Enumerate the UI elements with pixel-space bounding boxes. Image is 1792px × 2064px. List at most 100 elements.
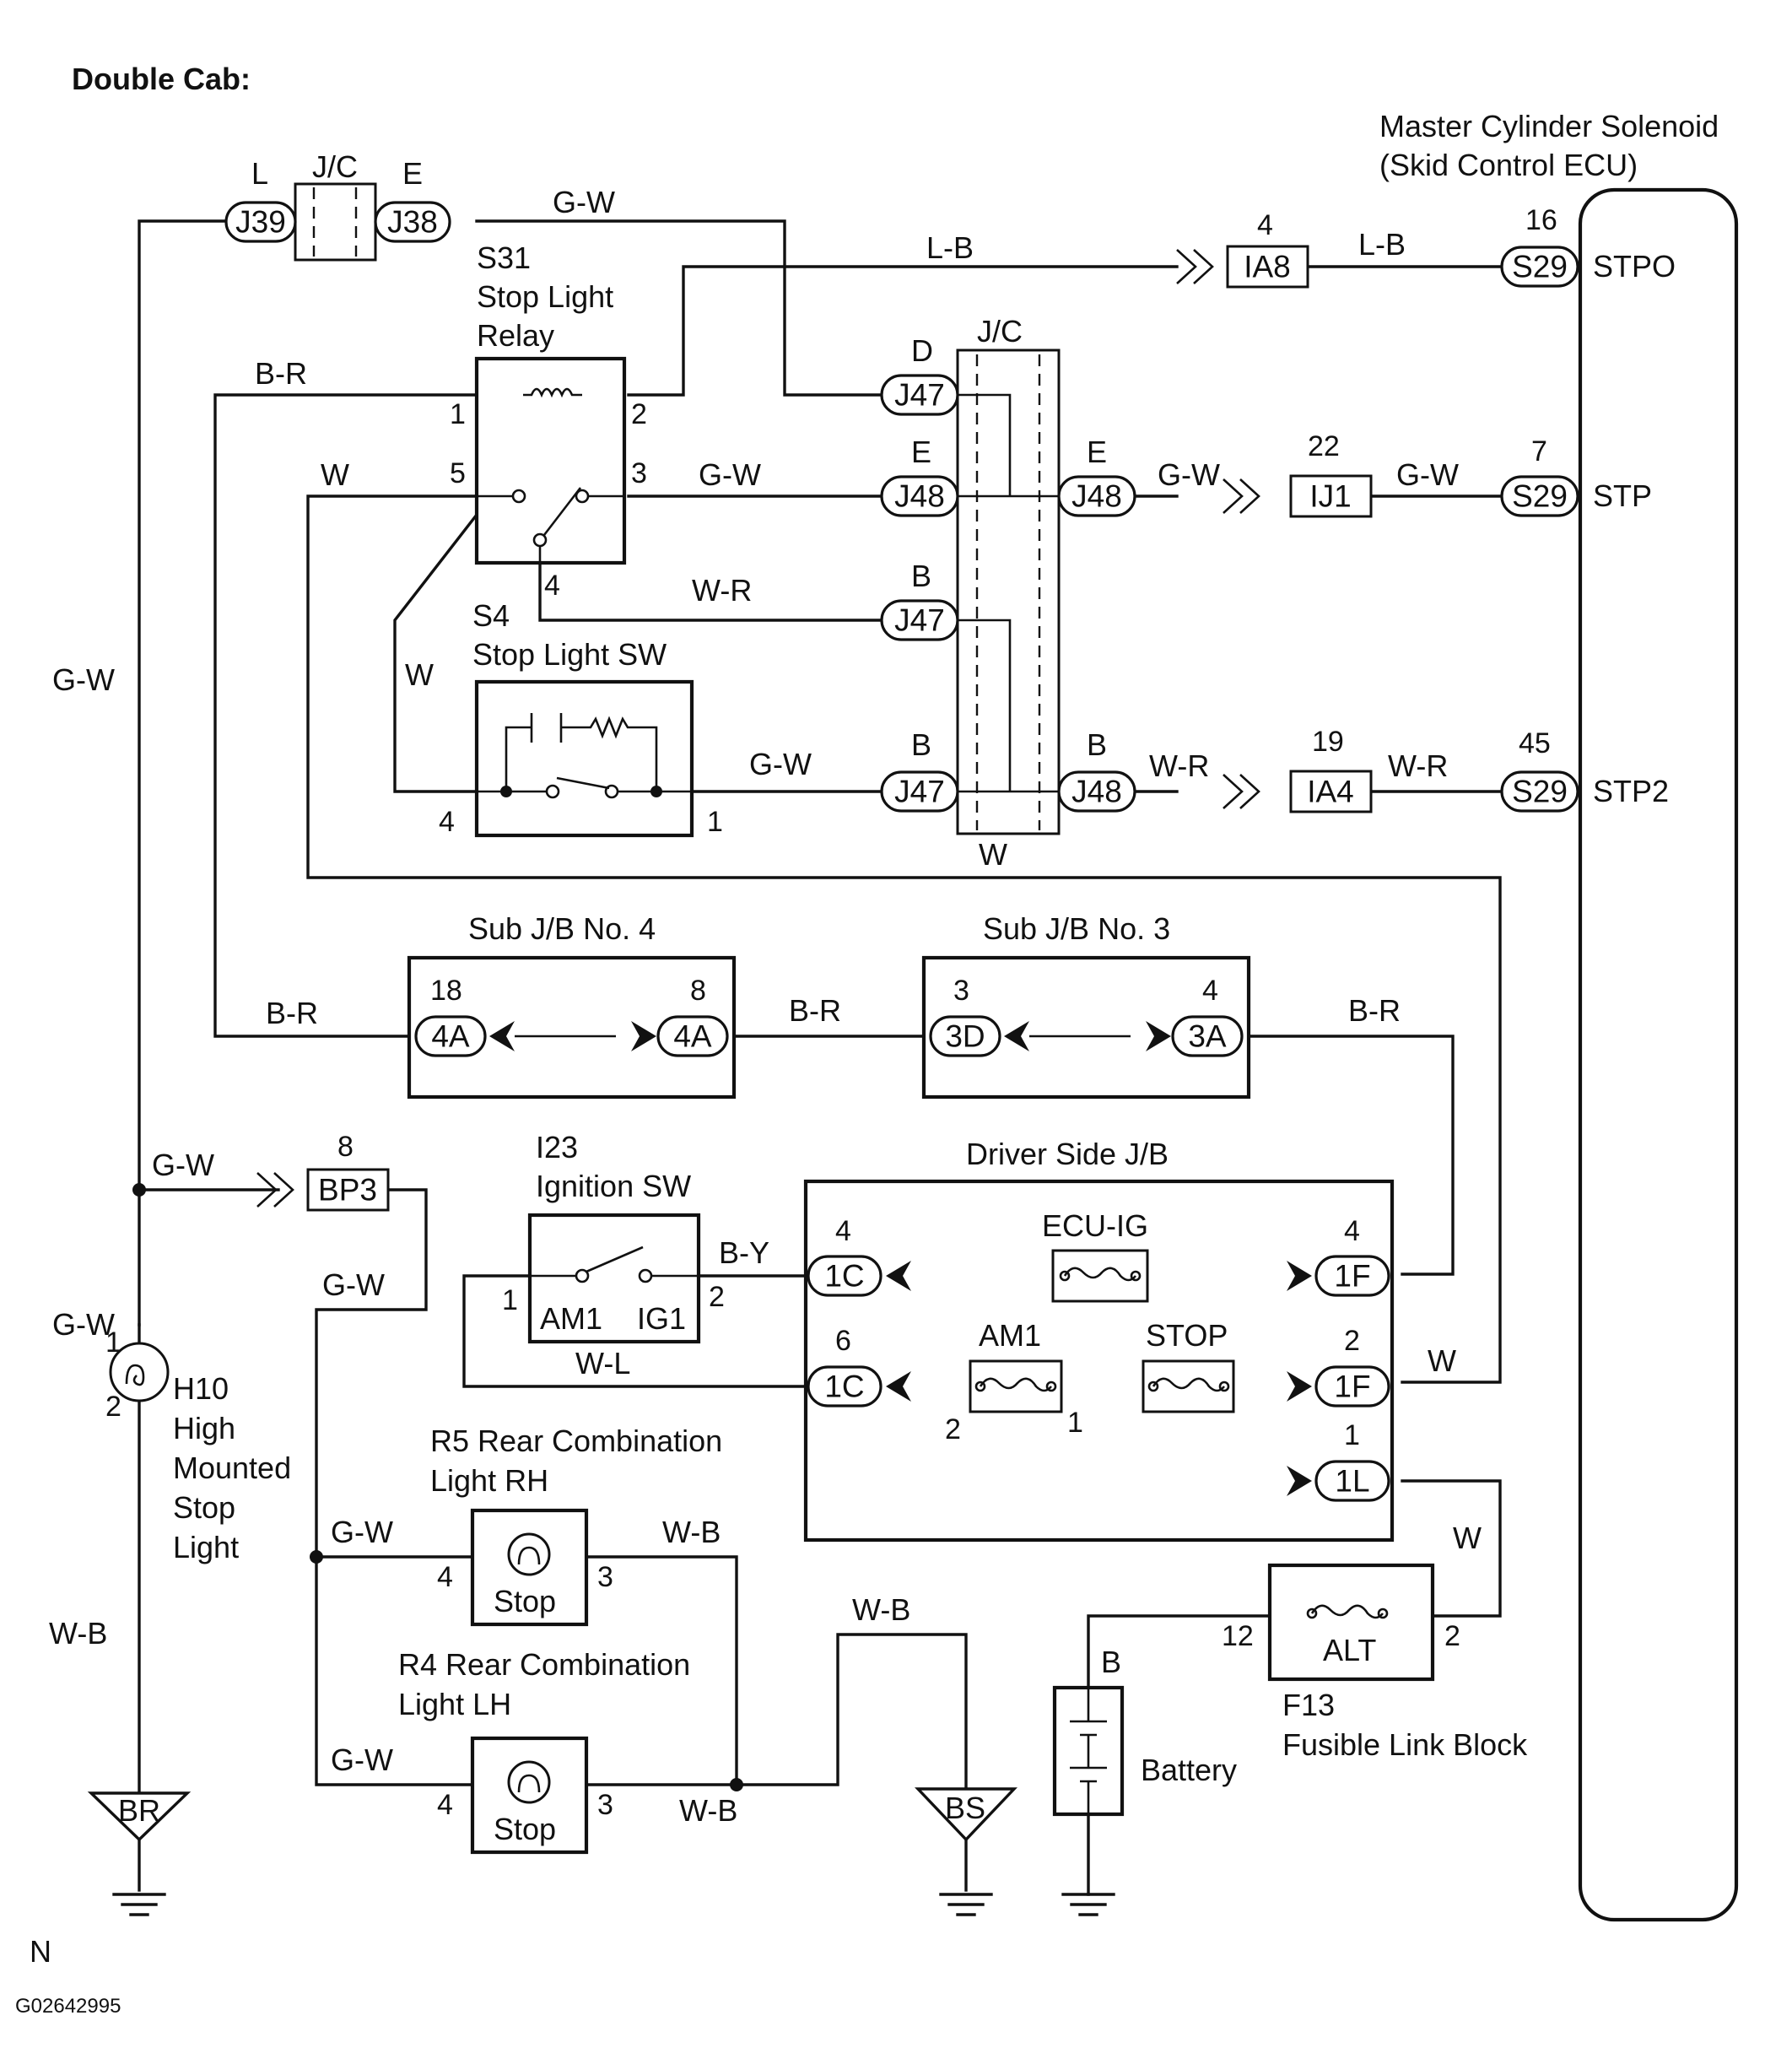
ignition-pin-1: 1 <box>502 1284 518 1316</box>
wire-label-gw-lh: G-W <box>331 1743 393 1777</box>
letter-e-right: E <box>1087 435 1107 469</box>
rear-rh-pin-4: 4 <box>437 1561 453 1593</box>
h10-line-2: Mounted <box>173 1451 291 1485</box>
j48-connector-e-right: J48 <box>1071 479 1122 514</box>
stpo-pin-label: STPO <box>1593 249 1676 284</box>
wire-label-gw-bp3: G-W <box>152 1148 214 1182</box>
stop-sw-label: Stop Light SW <box>472 637 667 672</box>
junction-connector-center: J/C W J47 D J48 E J47 B J47 B J48 E J48 … <box>880 314 1136 872</box>
rear-lh-label-2: Light LH <box>398 1687 511 1721</box>
fuse-stop-label: STOP <box>1146 1318 1228 1353</box>
bp3-pin: 8 <box>337 1131 354 1163</box>
master-cylinder-label-2: (Skid Control ECU) <box>1379 148 1638 182</box>
h10-line-4: Light <box>173 1530 239 1564</box>
wire-label-wb-lh: W-B <box>679 1793 737 1828</box>
wire-label-wb-left: W-B <box>49 1616 107 1651</box>
s29-pin-7: 7 <box>1531 435 1547 467</box>
sub-jb4-4a-right: 4A <box>673 1019 712 1054</box>
sub-junction-block-3: Sub J/B No. 3 3D 3 3A 4 <box>921 911 1251 1100</box>
wire-label-lb-top: L-B <box>926 230 974 265</box>
driver-jb-pin-4b: 4 <box>1344 1215 1360 1247</box>
ignition-pin-2: 2 <box>709 1281 725 1313</box>
letter-d: D <box>911 333 933 368</box>
driver-jb-pin-4a: 4 <box>835 1215 851 1247</box>
wire-label-w-diag: W <box>405 657 434 692</box>
wire-label-wl: W-L <box>575 1346 630 1381</box>
s29-pin-45: 45 <box>1519 727 1551 759</box>
jc-center-label: J/C <box>977 314 1023 349</box>
wire-label-wb-bs: W-B <box>852 1592 910 1627</box>
stop-sw-pin-1: 1 <box>707 806 723 838</box>
ground-bs-label: BS <box>945 1791 985 1825</box>
j47-connector-b: J47 <box>894 603 945 638</box>
wire-label-w-1l: W <box>1453 1521 1482 1555</box>
page-title: Double Cab: <box>72 62 251 96</box>
s29-pin-16: 16 <box>1525 204 1557 236</box>
sub-jb4-pin-18: 18 <box>430 975 462 1007</box>
wire-label-br-sub4: B-R <box>266 996 318 1030</box>
wire-label-gw-rh: G-W <box>331 1515 393 1549</box>
ground-bs: BS <box>915 1787 1017 1916</box>
wire-label-gw-left-2: G-W <box>52 1307 115 1342</box>
j47-connector-d: J47 <box>894 378 945 413</box>
sub-jb3-3d: 3D <box>945 1019 985 1054</box>
wire-label-gw-relay3: G-W <box>699 457 761 492</box>
master-cylinder-body <box>1578 187 1739 1922</box>
master-cylinder-label-1: Master Cylinder Solenoid <box>1379 109 1719 143</box>
ignition-am1: AM1 <box>540 1301 602 1336</box>
ij1-pin: 22 <box>1308 430 1340 462</box>
wires <box>138 219 1503 1896</box>
j47-connector-b2: J47 <box>894 775 945 809</box>
letter-l: L <box>251 156 268 191</box>
letter-e-top: E <box>402 156 423 191</box>
sub-jb4-pin-8: 8 <box>690 975 706 1007</box>
relay-pin-5: 5 <box>450 457 466 489</box>
ground-br: BR <box>87 1791 192 1916</box>
ij1-connector: IJ1 <box>1309 479 1351 514</box>
stp2-pin-label: STP2 <box>1593 774 1669 808</box>
fusible-link-label: Fusible Link Block <box>1282 1727 1528 1762</box>
stp-pin-label: STP <box>1593 478 1652 513</box>
fusible-link-id: F13 <box>1282 1688 1335 1722</box>
ia4-pin: 19 <box>1312 726 1344 758</box>
sub-jb3-label: Sub J/B No. 3 <box>983 911 1170 946</box>
s29-connector-stpo: S29 <box>1512 250 1568 284</box>
rear-lh-pin-3: 3 <box>597 1789 613 1821</box>
rear-rh-label-1: R5 Rear Combination <box>430 1424 722 1458</box>
relay-pin-1: 1 <box>450 398 466 430</box>
high-mounted-stop-light: 1 2 H10 High Mounted Stop Light <box>105 1326 291 1564</box>
sub-jb3-pin-3: 3 <box>953 975 969 1007</box>
fusible-pin-2: 2 <box>1444 1620 1460 1652</box>
fuse-alt-label: ALT <box>1323 1633 1376 1667</box>
sub-junction-block-4: Sub J/B No. 4 4A 18 4A 8 <box>407 911 737 1100</box>
sub-jb4-4a-left: 4A <box>431 1019 470 1054</box>
wire-label-gw-stp: G-W <box>1396 457 1459 492</box>
corner-mark: N <box>30 1934 51 1969</box>
figure-code: G02642995 <box>15 1995 121 2018</box>
ignition-sw-id: I23 <box>536 1130 578 1164</box>
wire-label-br-sub3: B-R <box>1348 993 1401 1028</box>
fusible-pin-12: 12 <box>1222 1620 1254 1652</box>
j38-connector: J38 <box>387 205 438 240</box>
driver-jb-1f-top: 1F <box>1334 1259 1370 1294</box>
h10-id: H10 <box>173 1371 229 1406</box>
wire-label-gw-sw: G-W <box>749 747 812 781</box>
wire-label-wr-j48: W-R <box>1149 748 1209 783</box>
ignition-sw-label: Ignition SW <box>536 1169 691 1203</box>
stop-light-switch: S4 Stop Light SW <box>472 598 694 838</box>
jc-top-label: J/C <box>312 149 358 184</box>
wire-label-br-relay: B-R <box>255 356 307 391</box>
junction-connector-top: J/C J39 J38 L E <box>224 149 451 262</box>
inline-connectors-right: IA8 4 L-B S29 16 G-W IJ1 22 G-W S29 7 W-… <box>1149 204 1579 813</box>
fuse-ecu-ig-label: ECU-IG <box>1042 1208 1148 1243</box>
ia4-connector: IA4 <box>1307 775 1354 809</box>
h10-pin-2: 2 <box>105 1391 121 1423</box>
wire-label-wr-stp2: W-R <box>1388 748 1448 783</box>
ground-br-label: BR <box>118 1793 160 1828</box>
letter-e-left: E <box>911 435 931 469</box>
h10-line-1: High <box>173 1411 235 1445</box>
am1-pin-1: 1 <box>1067 1407 1083 1439</box>
rear-combination-light-lh: R4 Rear Combination Light LH Stop 4 3 <box>398 1647 690 1855</box>
wire-label-gw-top: G-W <box>553 185 615 219</box>
